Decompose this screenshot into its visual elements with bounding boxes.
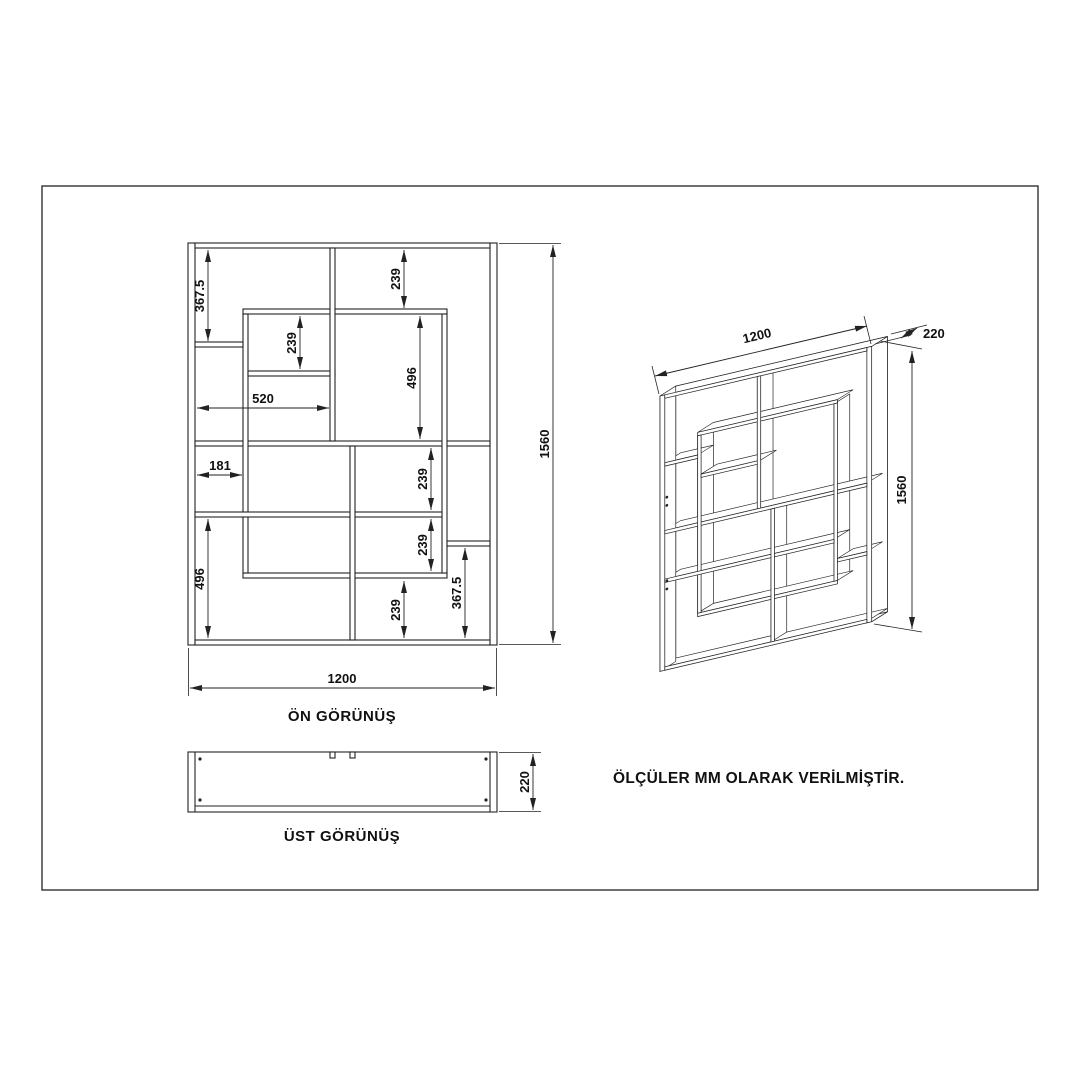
iso-dimensions: 1200 220 1560 <box>651 315 945 633</box>
dim-top-right-height: 239 <box>388 250 407 308</box>
dim-mid-right-lower-height: 239 <box>415 519 434 571</box>
dim-left-width: 181 <box>197 458 242 478</box>
top-view: 220 ÜST GÖRÜNÜŞ <box>187 751 541 845</box>
dim-overall-width: 1200 <box>188 648 497 696</box>
dim-overall-height: 1560 <box>499 243 561 645</box>
dim-bottom-right-height: 367.5 <box>449 548 468 638</box>
sheet-border <box>41 185 1039 891</box>
dim-label: 220 <box>923 326 945 341</box>
top-view-divider-notch-1 <box>329 751 336 759</box>
dim-label: 367.5 <box>192 280 207 313</box>
dim-iso-depth: 220 <box>874 324 945 345</box>
dim-label: 496 <box>404 367 419 389</box>
dim-label: 1560 <box>894 476 909 505</box>
dim-depth: 220 <box>499 752 541 812</box>
units-note: ÖLÇÜLER MM OLARAK VERİLMİŞTİR. <box>613 770 904 787</box>
dim-label: 181 <box>209 458 231 473</box>
dim-label: 239 <box>415 534 430 556</box>
dim-label: 239 <box>415 468 430 490</box>
dim-label: 239 <box>388 599 403 621</box>
dim-bottom-center-height: 239 <box>388 581 407 638</box>
front-view-dimensions: 367.5 239 239 496 520 181 <box>188 243 561 696</box>
front-view: 367.5 239 239 496 520 181 <box>187 242 561 725</box>
dim-iso-height: 1560 <box>873 340 923 633</box>
top-view-fitting-holes <box>198 757 488 802</box>
dim-label: 220 <box>517 771 532 793</box>
dim-bottom-left-height: 496 <box>192 519 211 638</box>
iso-shelf <box>659 335 888 672</box>
dim-label: 1200 <box>741 325 773 346</box>
front-view-caption: ÖN GÖRÜNÜŞ <box>288 708 396 725</box>
dim-mid-right-upper-height: 239 <box>415 448 434 510</box>
dim-label: 1200 <box>328 671 357 686</box>
dim-label: 367.5 <box>449 577 464 610</box>
dim-label: 239 <box>388 268 403 290</box>
top-view-outline <box>187 751 498 813</box>
dim-label: 239 <box>284 332 299 354</box>
dim-label: 1560 <box>537 430 552 459</box>
dim-label: 496 <box>192 568 207 590</box>
dim-label: 520 <box>252 391 274 406</box>
top-view-caption: ÜST GÖRÜNÜŞ <box>284 828 400 845</box>
iso-fitting-holes <box>665 495 669 591</box>
dim-iso-width: 1200 <box>651 315 872 395</box>
iso-faces <box>659 336 888 672</box>
dim-top-left-height: 367.5 <box>192 250 211 341</box>
dim-upper-inner-height: 239 <box>284 316 303 369</box>
iso-view: 1200 220 1560 <box>651 315 945 672</box>
top-view-divider-notch-2 <box>349 751 356 759</box>
dim-upper-right-height: 496 <box>404 316 423 439</box>
dim-center-width: 520 <box>197 391 329 411</box>
